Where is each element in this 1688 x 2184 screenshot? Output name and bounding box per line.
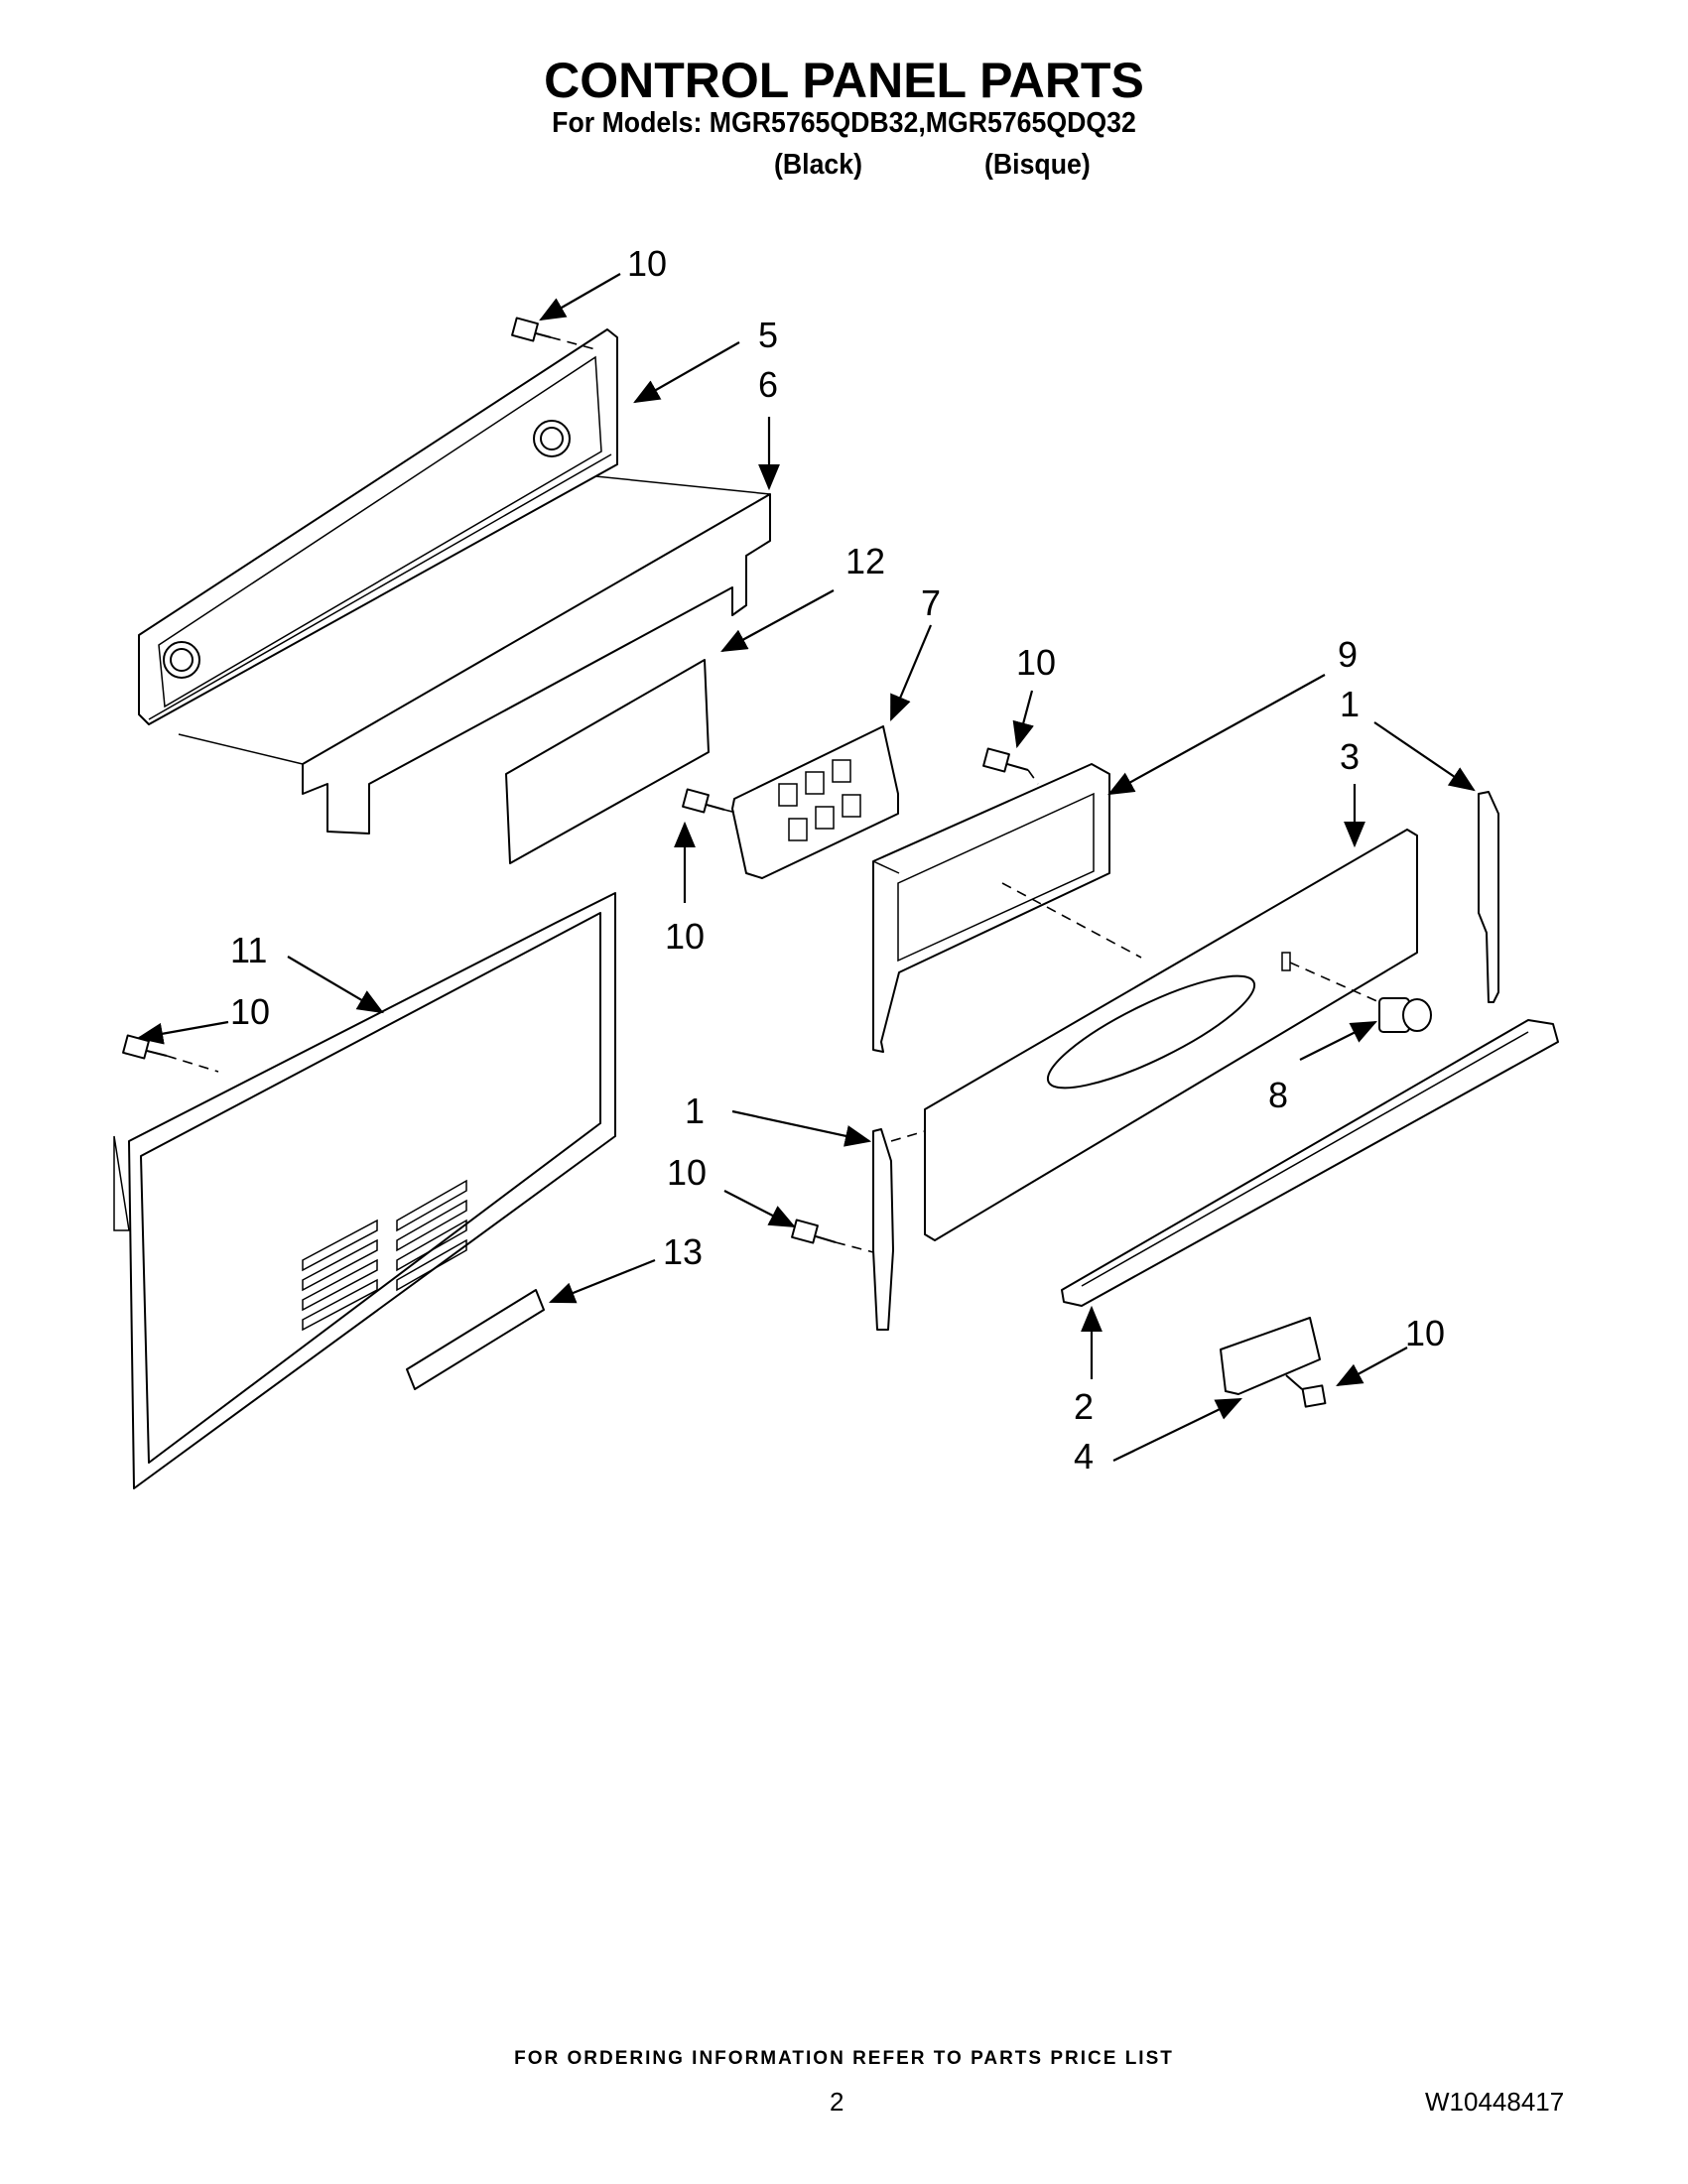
part-10-screw-switch bbox=[1285, 1374, 1327, 1408]
part-8-button bbox=[1378, 997, 1432, 1033]
callout-2: 2 bbox=[1074, 1386, 1094, 1427]
part-10-screw-left-panel bbox=[122, 1034, 168, 1060]
part-9-panel-frame bbox=[872, 763, 1110, 1053]
models-line: For Models: MGR5765QDB32,MGR5765QDQ32 bbox=[552, 107, 1136, 139]
callout-1-left: 1 bbox=[685, 1091, 705, 1131]
callout-6: 6 bbox=[758, 364, 778, 405]
callout-11: 11 bbox=[230, 930, 267, 970]
callout-10-left-panel: 10 bbox=[230, 991, 270, 1032]
callout-9: 9 bbox=[1338, 634, 1358, 675]
part-1-trim-right bbox=[1478, 791, 1499, 1003]
part-10-screw-top bbox=[511, 317, 552, 342]
part-11-control-panel bbox=[113, 892, 616, 1489]
part-1-trim-left bbox=[872, 1128, 894, 1331]
part-5-rear-panel bbox=[138, 328, 618, 725]
page-number: 2 bbox=[830, 2087, 844, 2117]
document-number: W10448417 bbox=[1425, 2087, 1565, 2117]
color-label-black: (Black) bbox=[774, 149, 862, 181]
callout-10-bracket: 10 bbox=[667, 1152, 707, 1193]
part-10-screw-clock-right bbox=[982, 747, 1029, 773]
callout-12: 12 bbox=[845, 541, 885, 581]
part-3-control-panel-overlay bbox=[924, 829, 1418, 1241]
callout-10-clock-left: 10 bbox=[665, 916, 705, 957]
color-label-bisque: (Bisque) bbox=[984, 149, 1091, 181]
callout-10-clock-right: 10 bbox=[1016, 642, 1056, 683]
part-6-shield bbox=[178, 475, 771, 835]
part-2-handle bbox=[1061, 1019, 1559, 1307]
callout-1-right: 1 bbox=[1340, 684, 1360, 724]
callout-3: 3 bbox=[1340, 736, 1360, 777]
ordering-note: FOR ORDERING INFORMATION REFER TO PARTS … bbox=[514, 2048, 1174, 2069]
alignment-lines bbox=[166, 336, 1380, 1253]
part-10-screw-bracket bbox=[791, 1219, 837, 1244]
part-13-strip bbox=[406, 1289, 545, 1390]
callout-5: 5 bbox=[758, 315, 778, 355]
part-12-insulator bbox=[505, 659, 710, 864]
callout-10-top: 10 bbox=[627, 243, 667, 284]
part-7-control-board bbox=[731, 725, 899, 879]
callout-7: 7 bbox=[921, 582, 941, 623]
callout-8: 8 bbox=[1268, 1075, 1288, 1115]
part-4-switch bbox=[1220, 1317, 1321, 1395]
callout-13: 13 bbox=[663, 1231, 703, 1272]
callout-4: 4 bbox=[1074, 1436, 1094, 1477]
leader-lines bbox=[136, 273, 1476, 1462]
page-title: CONTROL PANEL PARTS bbox=[544, 53, 1144, 108]
callout-10-switch: 10 bbox=[1405, 1313, 1445, 1353]
part-10-screw-clock-left bbox=[682, 788, 725, 814]
